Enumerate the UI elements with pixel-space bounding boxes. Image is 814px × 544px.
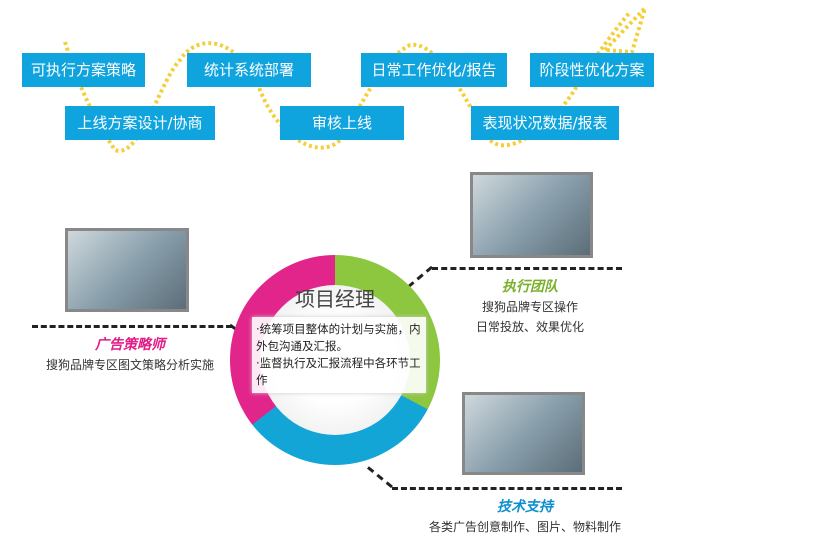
- role-desc: 搜狗品牌专区图文策略分析实施: [45, 358, 214, 372]
- photo-tech-support: [462, 392, 585, 475]
- step-4: 审核上线: [280, 106, 404, 140]
- role-tech-support: 技术支持 各类广告创意制作、图片、物料制作: [410, 497, 640, 537]
- step-3: 统计系统部署: [187, 53, 311, 87]
- project-manager-donut: 项目经理 ·统筹项目整体的计划与实施，内外包沟通及汇报。 ·监督执行及汇报流程中…: [230, 255, 440, 465]
- role-desc-2: 日常投放、效果优化: [475, 320, 584, 334]
- step-7: 阶段性优化方案: [530, 53, 654, 87]
- step-6: 表现状况数据/报表: [471, 106, 619, 140]
- role-title: 执行团队: [502, 279, 558, 295]
- desc-line-1: ·统筹项目整体的计划与实施，内外包沟通及汇报。: [256, 322, 421, 353]
- connector-right: [432, 267, 622, 270]
- role-desc: 各类广告创意制作、图片、物料制作: [428, 520, 621, 534]
- connector-bottom: [392, 487, 622, 490]
- desc-line-2: ·监督执行及汇报流程中各环节工作: [256, 356, 421, 387]
- role-title: 广告策略师: [95, 337, 165, 353]
- center-description: ·统筹项目整体的计划与实施，内外包沟通及汇报。 ·监督执行及汇报流程中各环节工作: [252, 317, 426, 393]
- step-2: 上线方案设计/协商: [65, 106, 215, 140]
- role-strategist: 广告策略师 搜狗品牌专区图文策略分析实施: [30, 335, 230, 375]
- role-desc: 搜狗品牌专区操作: [481, 300, 578, 314]
- step-5: 日常工作优化/报告: [361, 53, 507, 87]
- step-1: 可执行方案策略: [22, 53, 145, 87]
- role-execution-team: 执行团队 搜狗品牌专区操作 日常投放、效果优化: [450, 277, 610, 337]
- center-title: 项目经理: [295, 287, 375, 311]
- connector-left: [32, 325, 232, 328]
- role-title: 技术支持: [497, 499, 553, 515]
- photo-execution-team: [470, 172, 593, 258]
- photo-strategist: [65, 228, 189, 312]
